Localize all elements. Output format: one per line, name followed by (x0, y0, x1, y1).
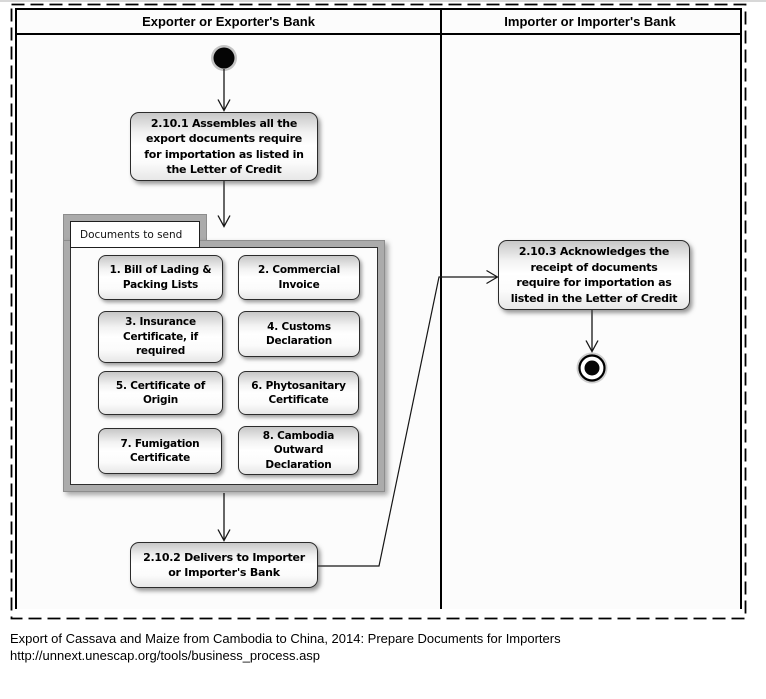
window-top-edge (0, 0, 766, 2)
documents-group-tab-label: Documents to send (70, 221, 200, 248)
document-box-7: 7. Fumigation Certificate (98, 428, 222, 474)
activity-2-10-3: 2.10.3 Acknowledges the receipt of docum… (498, 240, 690, 310)
document-box-5: 5. Certificate of Origin (98, 371, 223, 415)
document-box-2: 2. Commercial Invoice (238, 255, 360, 300)
document-box-4: 4. Customs Declaration (238, 311, 360, 357)
diagram-source-url: http://unnext.unescap.org/tools/business… (10, 648, 321, 663)
swimlane-header-row: Exporter or Exporter's Bank Importer or … (17, 10, 740, 35)
document-box-6: 6. Phytosanitary Certificate (238, 371, 359, 415)
diagram-caption: Export of Cassava and Maize from Cambodi… (10, 631, 561, 646)
activity-2-10-2: 2.10.2 Delivers to Importer or Importer'… (130, 542, 318, 588)
lane-title-exporter: Exporter or Exporter's Bank (142, 14, 315, 29)
lane-title-importer: Importer or Importer's Bank (504, 14, 676, 29)
document-box-8: 8. Cambodia Outward Declaration (238, 426, 359, 475)
lane-divider-line (440, 10, 442, 609)
document-box-3: 3. Insurance Certificate, if required (98, 311, 223, 363)
document-box-1: 1. Bill of Lading & Packing Lists (98, 255, 223, 300)
activity-2-10-1: 2.10.1 Assembles all the export document… (130, 112, 318, 181)
